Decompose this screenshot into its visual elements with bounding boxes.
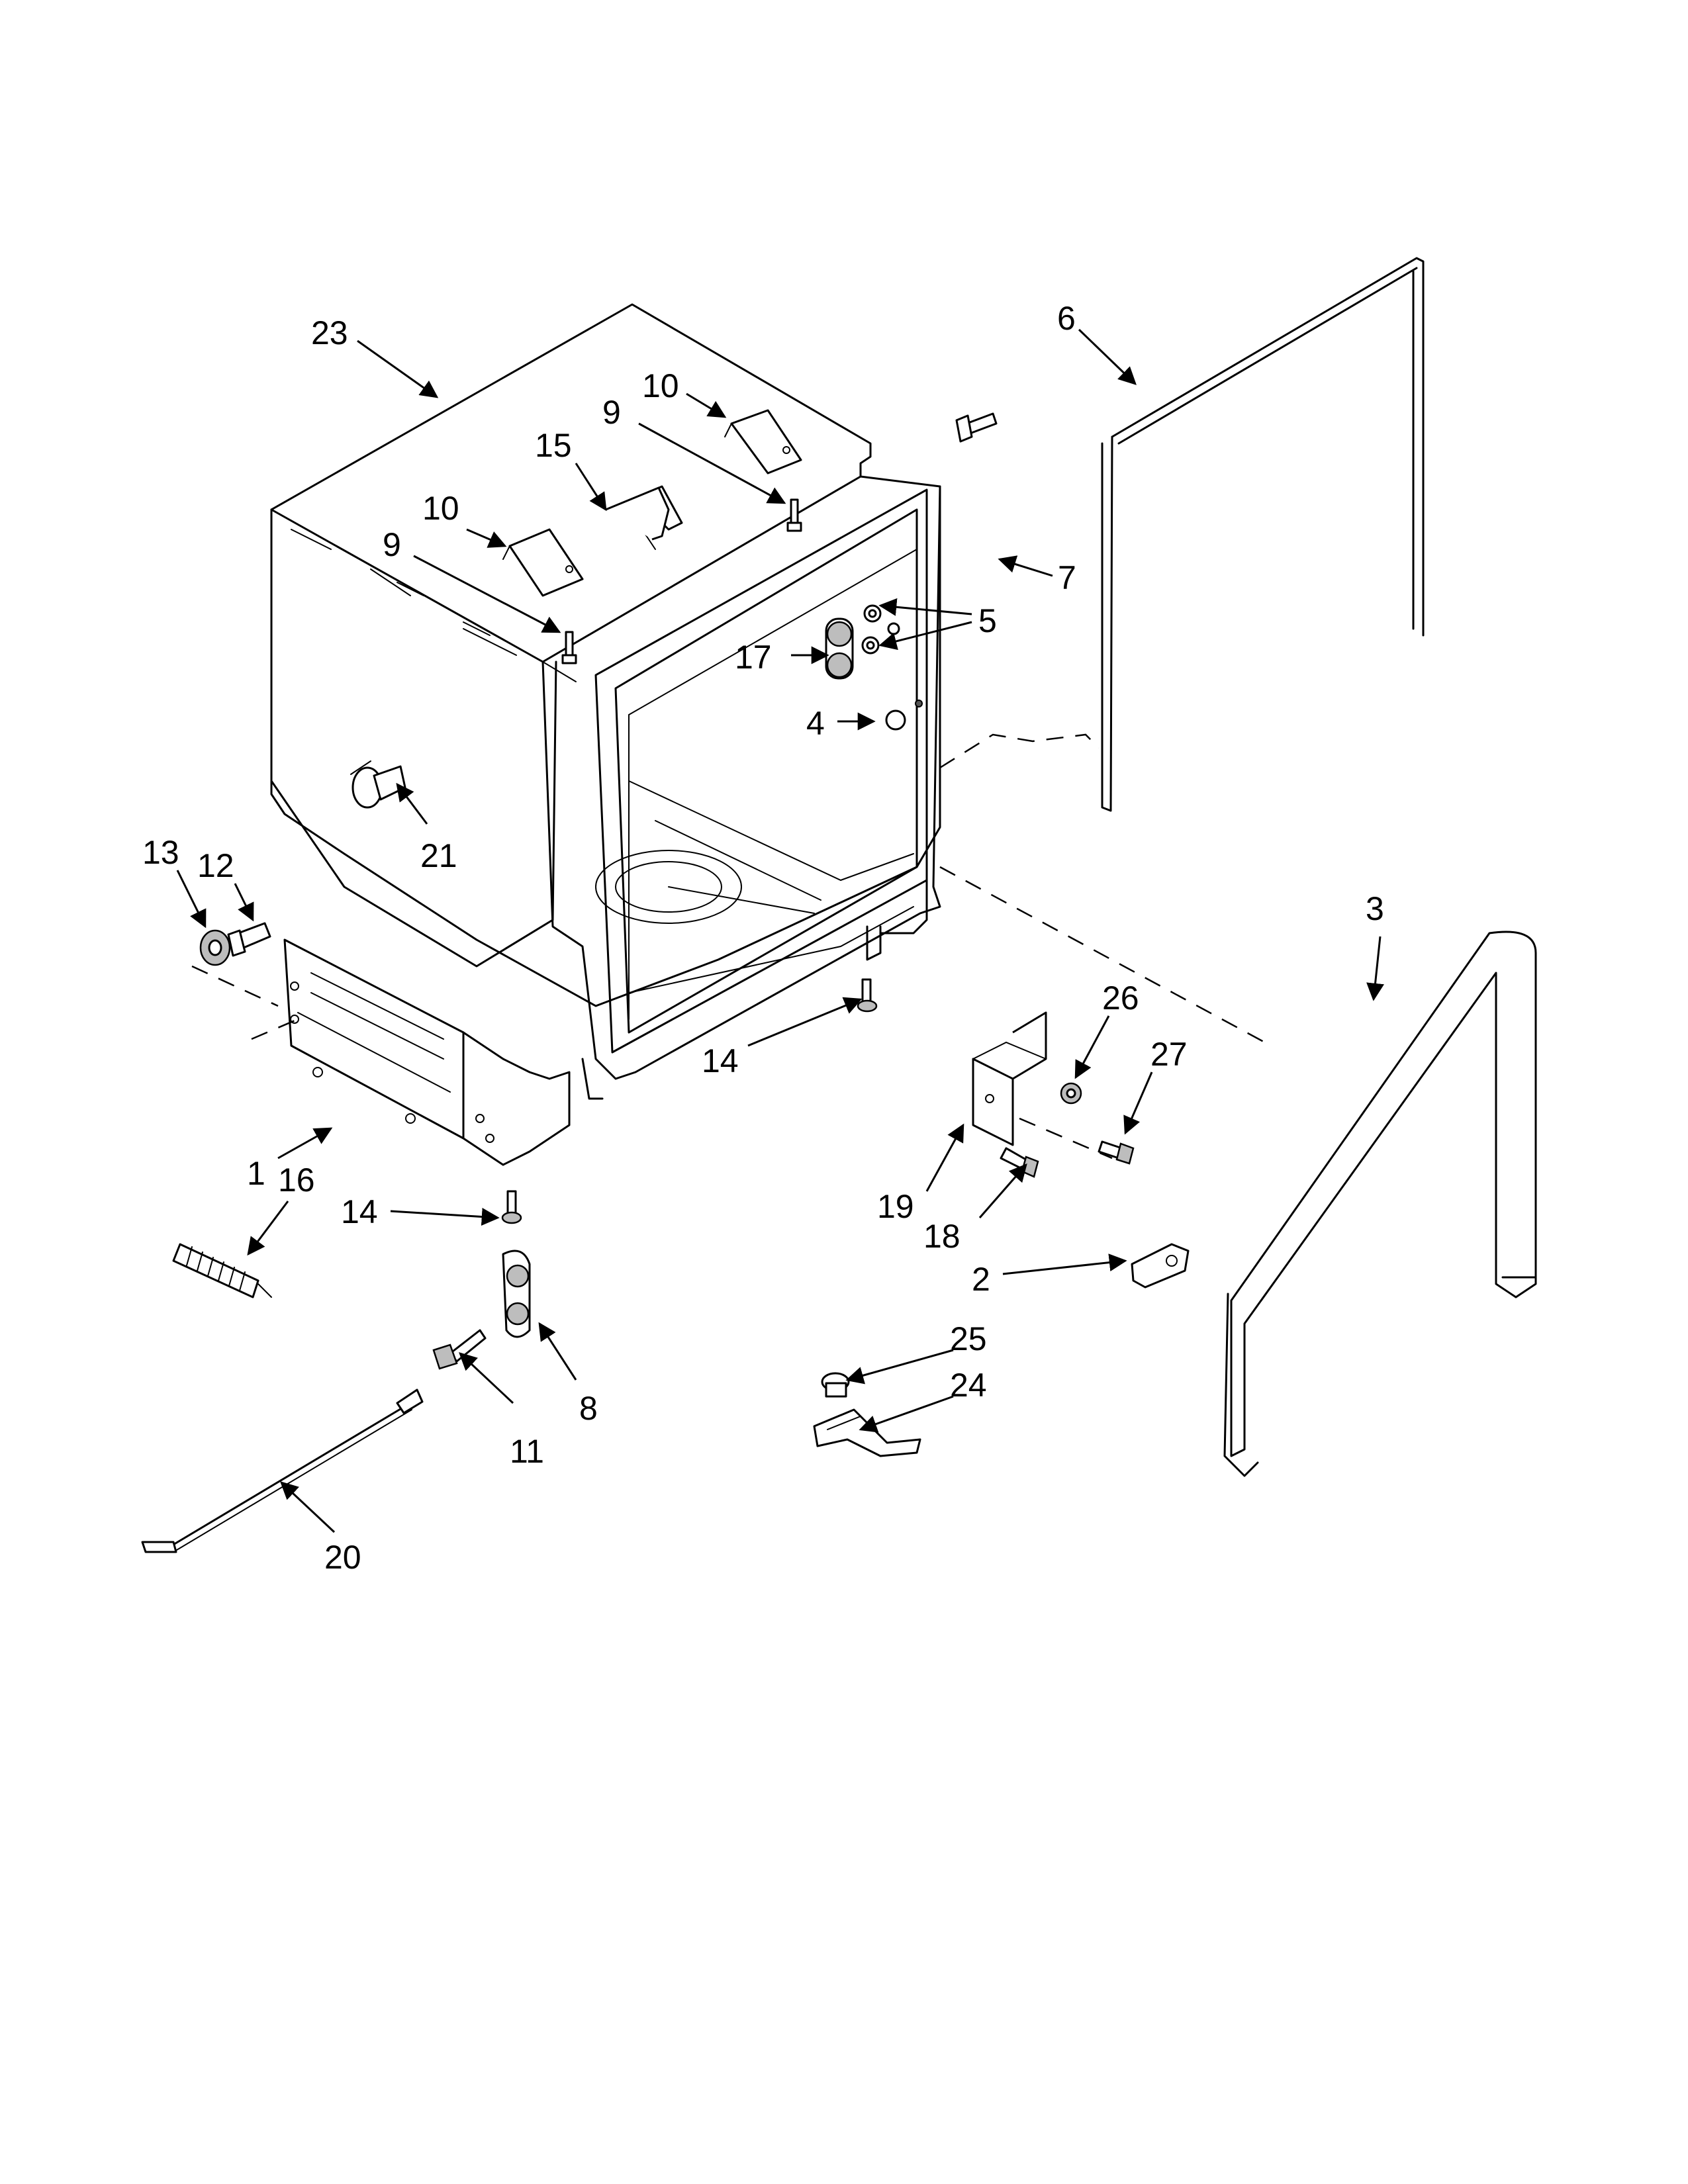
leader-23 xyxy=(357,340,439,398)
screw-7 xyxy=(955,412,998,443)
callout-21: 21 xyxy=(420,837,457,874)
hinge-plate-10a xyxy=(724,409,802,475)
callout-24: 24 xyxy=(950,1367,987,1404)
leader-16 xyxy=(247,1201,289,1256)
callout-18: 18 xyxy=(923,1218,961,1255)
callout-6: 6 xyxy=(1057,300,1076,337)
screw-12 xyxy=(227,922,271,957)
callout-5: 5 xyxy=(978,602,997,639)
callout-13: 13 xyxy=(142,834,179,871)
leader-9b xyxy=(413,555,561,633)
push-plug-21 xyxy=(352,765,406,809)
callout-11: 11 xyxy=(510,1433,544,1470)
door-gasket xyxy=(1223,931,1537,1477)
leader-14a xyxy=(747,997,863,1047)
leader-25 xyxy=(845,1349,954,1385)
alignment-line-seal xyxy=(939,733,1100,769)
leader-2 xyxy=(1002,1253,1127,1275)
callout-2: 2 xyxy=(972,1261,990,1298)
leader-5a xyxy=(878,598,972,616)
latch-2 xyxy=(1131,1243,1190,1289)
callout-9b: 9 xyxy=(383,526,401,563)
leader-9a xyxy=(638,422,786,504)
tub-assembly xyxy=(270,303,941,1166)
bracket-19 xyxy=(972,1011,1047,1146)
callout-14b: 14 xyxy=(341,1193,378,1230)
screw-11 xyxy=(432,1329,487,1370)
callout-10a: 10 xyxy=(642,367,679,404)
screw-9b xyxy=(561,631,577,664)
callout-10b: 10 xyxy=(422,490,459,527)
spring-16 xyxy=(172,1243,272,1298)
leader-10b xyxy=(466,528,507,548)
callout-3: 3 xyxy=(1366,890,1384,927)
leader-24 xyxy=(859,1395,954,1433)
roller-17 xyxy=(825,617,854,680)
leader-5b xyxy=(878,621,972,651)
leader-7 xyxy=(998,555,1053,577)
callout-9a: 9 xyxy=(602,394,621,431)
callout-25: 25 xyxy=(950,1320,987,1357)
callout-17: 17 xyxy=(735,639,772,676)
leader-6 xyxy=(1078,328,1137,385)
switch-25 xyxy=(821,1372,850,1398)
leg-14a xyxy=(857,978,878,1013)
top-seal xyxy=(1101,257,1425,812)
roller-bracket-8 xyxy=(502,1250,531,1338)
clip-15 xyxy=(605,486,670,541)
leader-13 xyxy=(176,870,207,929)
alignment-line-left xyxy=(191,965,279,1007)
leader-14b xyxy=(390,1208,500,1226)
plug-4 xyxy=(885,700,923,731)
callout-8: 8 xyxy=(579,1390,598,1427)
nut-13 xyxy=(199,929,231,966)
washers-5 xyxy=(861,604,900,655)
callout-19: 19 xyxy=(877,1188,914,1225)
screw-9a xyxy=(786,498,802,532)
leader-19 xyxy=(925,1123,964,1192)
screw-27 xyxy=(1098,1140,1135,1165)
cable-20 xyxy=(141,1388,424,1553)
alignment-line-left2 xyxy=(251,1018,299,1040)
callout-4: 4 xyxy=(806,705,825,742)
bracket-24 xyxy=(813,1408,921,1457)
leader-3 xyxy=(1366,936,1384,1001)
callout-15: 15 xyxy=(535,427,572,464)
callout-14a: 14 xyxy=(702,1042,739,1079)
leader-26 xyxy=(1074,1015,1110,1079)
callout-26: 26 xyxy=(1102,979,1139,1017)
alignment-line-bracket xyxy=(1019,1117,1113,1160)
leader-12 xyxy=(234,883,254,922)
leader-10a xyxy=(686,392,727,418)
leader-20 xyxy=(280,1481,336,1533)
nut-26 xyxy=(1060,1082,1082,1105)
callout-7: 7 xyxy=(1058,559,1076,596)
leader-1 xyxy=(277,1127,333,1160)
callout-12: 12 xyxy=(197,847,234,884)
alignment-line-gasket xyxy=(939,866,1272,1047)
leader-11 xyxy=(459,1352,514,1404)
hinge-plate-10b xyxy=(502,528,584,597)
leader-21 xyxy=(396,782,428,825)
callout-27: 27 xyxy=(1150,1036,1188,1073)
leader-18 xyxy=(978,1163,1027,1218)
leader-8 xyxy=(538,1322,577,1381)
callout-1: 1 xyxy=(247,1155,265,1192)
leader-15 xyxy=(575,463,607,512)
leader-27 xyxy=(1123,1071,1153,1135)
leg-14b xyxy=(501,1190,522,1224)
callout-20: 20 xyxy=(324,1539,361,1576)
callout-23: 23 xyxy=(311,314,348,351)
callout-16: 16 xyxy=(278,1161,315,1199)
